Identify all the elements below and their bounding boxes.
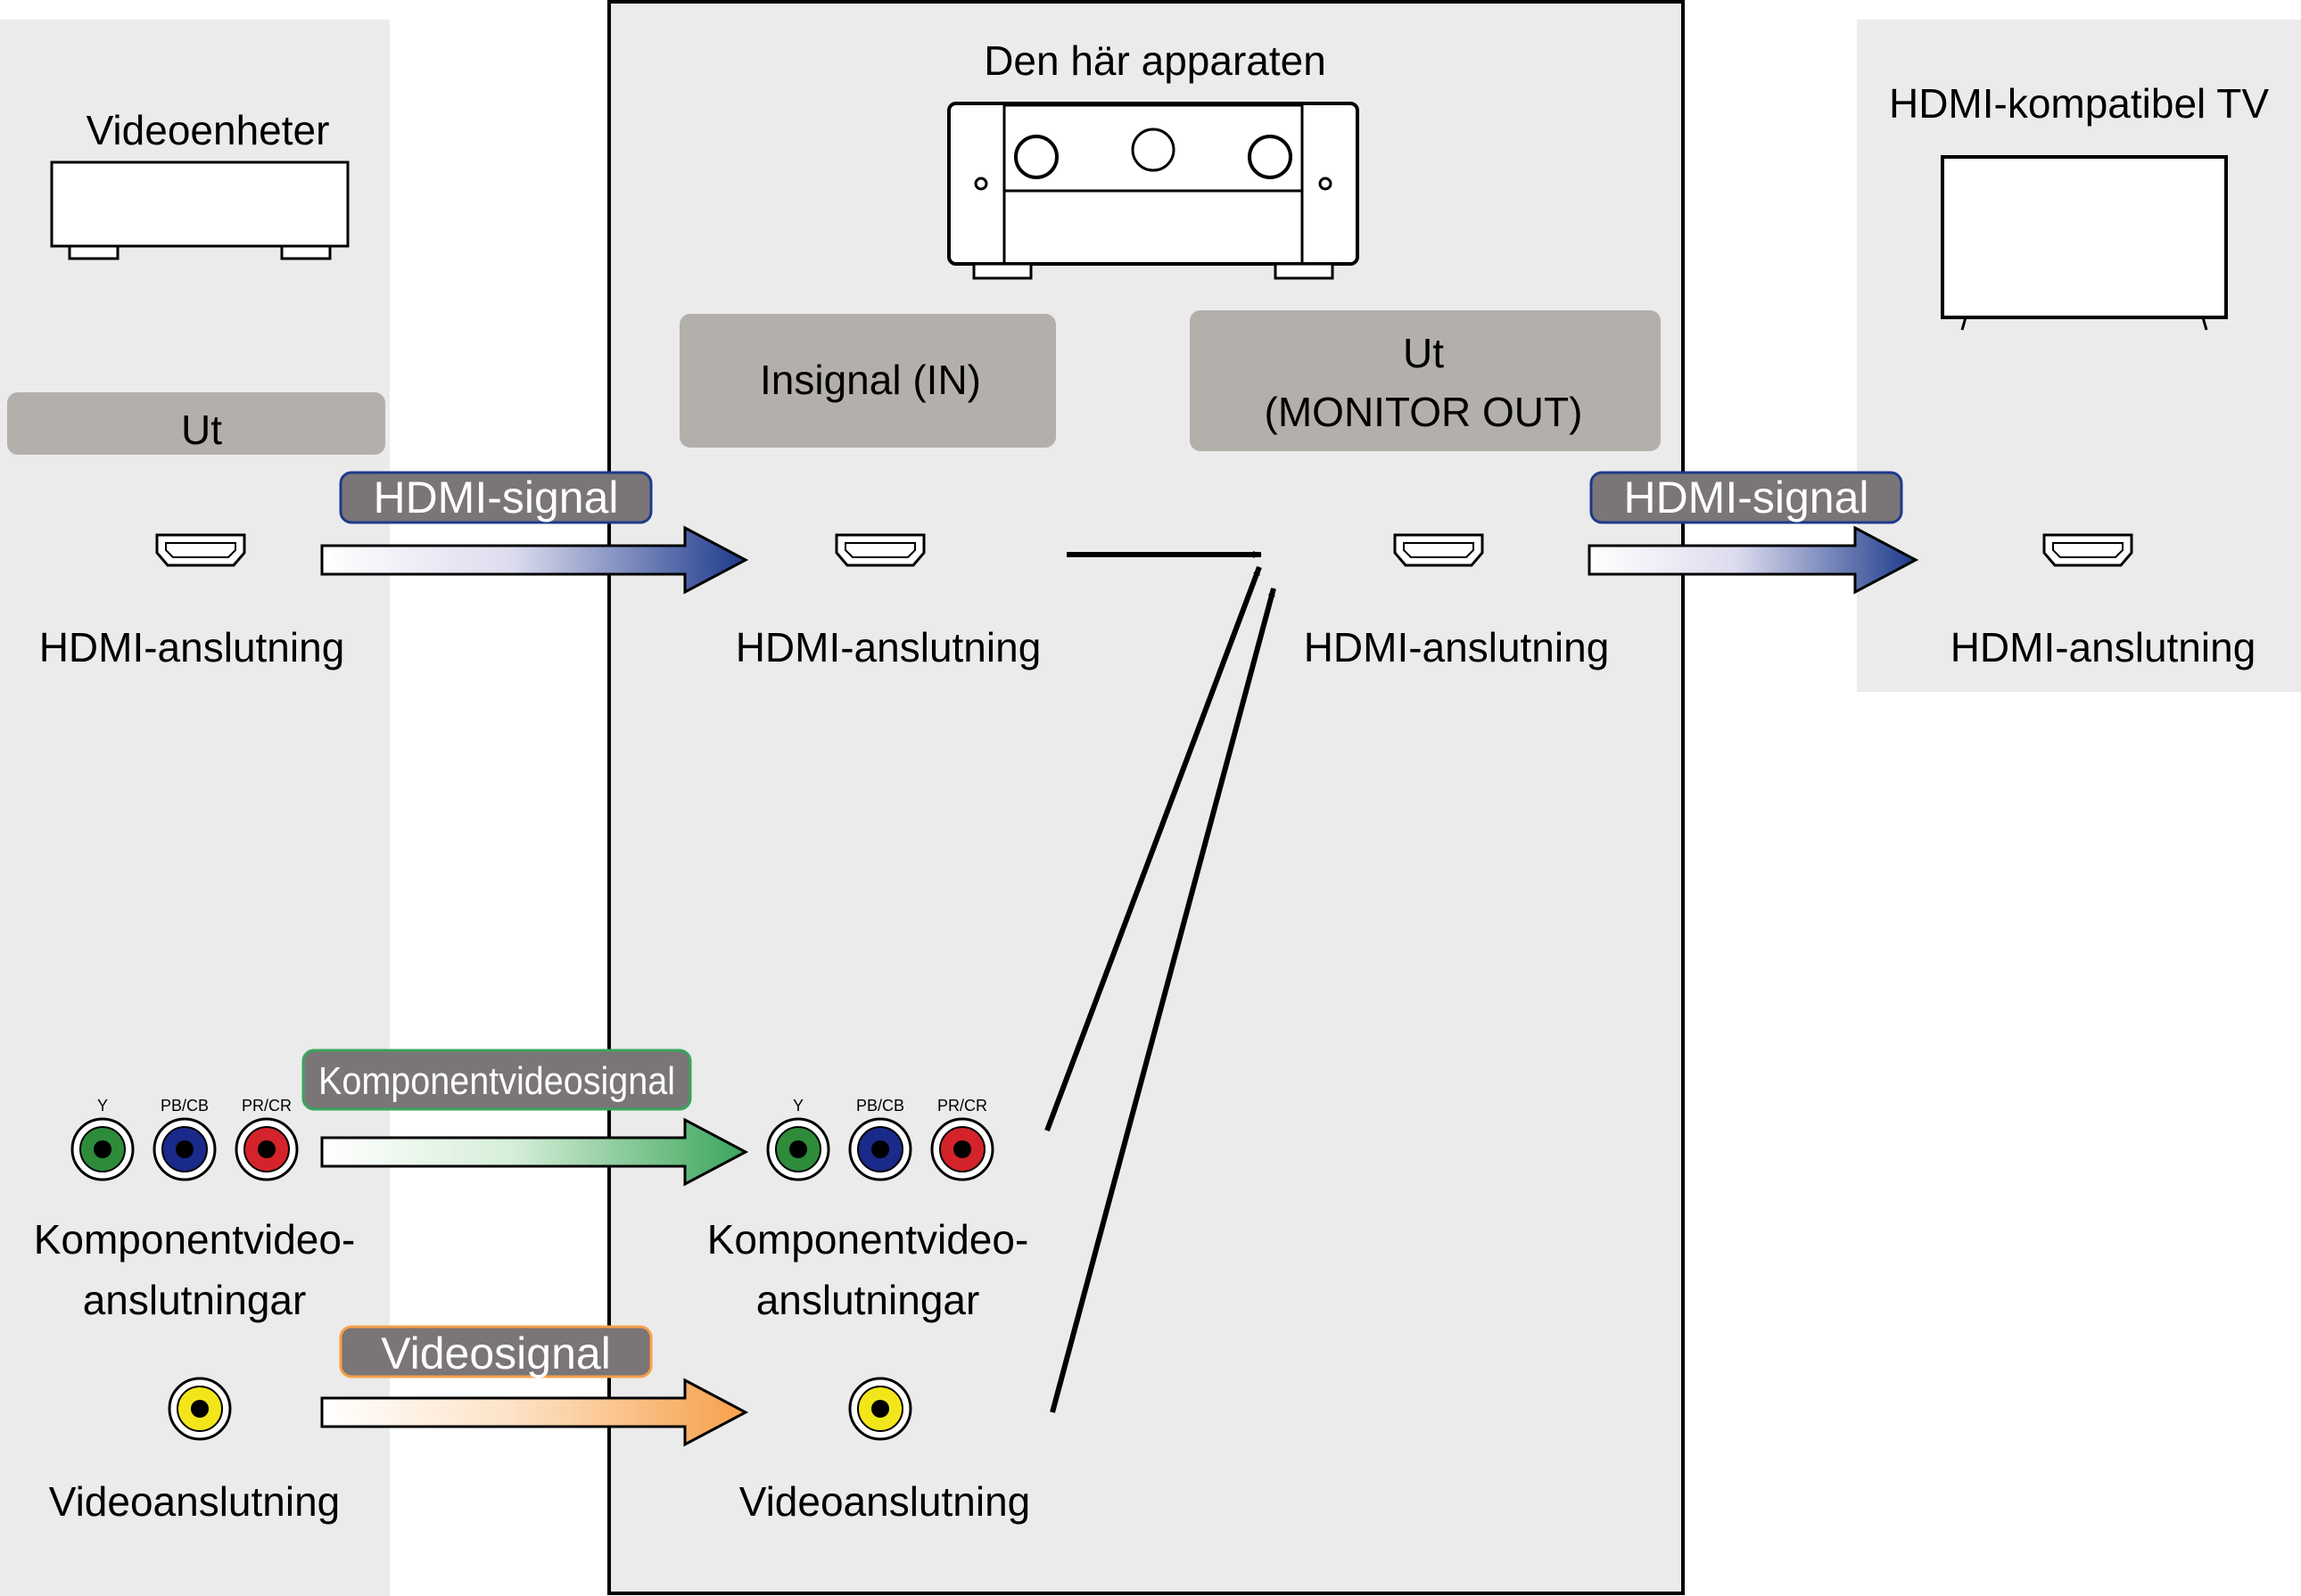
receiver-video-connector-label: Videoanslutning (739, 1478, 1031, 1525)
source-output-label: Ut (181, 407, 222, 453)
hdmi-in-signal-arrow (320, 525, 749, 595)
source-composite-jack-icon (168, 1377, 232, 1441)
receiver-hdmi-in-connector-label: HDMI-anslutning (736, 624, 1042, 670)
composite-signal-arrow (320, 1378, 749, 1447)
source-component-pb-jack-icon (153, 1117, 217, 1181)
source-component-y-jack-icon (70, 1117, 135, 1181)
receiver-hdmi-out-connector-icon (1393, 533, 1484, 567)
hdmi-out-signal-arrow (1588, 525, 1919, 595)
source-jack-label-pb: PB/CB (161, 1097, 209, 1115)
receiver-output-label-line1: Ut (1403, 330, 1444, 376)
source-hdmi-connector-icon (155, 533, 246, 567)
receiver-input-label-box (680, 314, 1056, 448)
source-panel-title: Videoenheter (87, 107, 330, 153)
source-component-connector-label-line2: anslutningar (83, 1277, 307, 1323)
receiver-panel-title: Den här apparaten (984, 37, 1326, 84)
video-device-icon (50, 160, 350, 260)
internal-composite-route-arrow (1050, 588, 1276, 1413)
receiver-panel (607, 0, 1685, 1595)
component-signal-arrow (320, 1117, 749, 1187)
tv-hdmi-connector-label: HDMI-anslutning (1950, 624, 2256, 670)
receiver-hdmi-in-connector-icon (835, 533, 926, 567)
composite-signal-badge (339, 1325, 653, 1378)
receiver-component-pr-jack-icon (930, 1117, 994, 1181)
receiver-jack-label-pr: PR/CR (937, 1097, 987, 1115)
source-hdmi-connector-label: HDMI-anslutning (39, 624, 345, 670)
tv-panel-title: HDMI-kompatibel TV (1889, 80, 2269, 127)
receiver-output-label-box (1190, 310, 1661, 451)
receiver-jack-label-y: Y (793, 1097, 804, 1115)
composite-signal-label: Videosignal (381, 1329, 611, 1378)
receiver-input-label: Insignal (IN) (760, 357, 981, 403)
source-component-connector-label-line1: Komponentvideo- (34, 1216, 356, 1263)
source-jack-label-y: Y (97, 1097, 108, 1115)
receiver-component-y-jack-icon (766, 1117, 830, 1181)
source-video-connector-label: Videoanslutning (49, 1478, 341, 1525)
source-component-pr-jack-icon (235, 1117, 299, 1181)
receiver-icon (947, 102, 1359, 280)
hdmi-out-signal-label: HDMI-signal (1623, 473, 1868, 522)
source-output-label-box (7, 392, 385, 455)
receiver-output-label-line2: (MONITOR OUT) (1265, 389, 1583, 435)
tv-hdmi-connector-icon (2042, 533, 2133, 567)
internal-component-route-arrow (1044, 565, 1262, 1132)
hdmi-in-signal-badge (339, 471, 653, 524)
source-jack-label-pr: PR/CR (242, 1097, 292, 1115)
tv-icon (1941, 155, 2228, 331)
receiver-component-connector-label-line1: Komponentvideo- (707, 1216, 1029, 1263)
receiver-hdmi-out-connector-label: HDMI-anslutning (1304, 624, 1610, 670)
receiver-composite-jack-icon (848, 1377, 912, 1441)
receiver-component-pb-jack-icon (848, 1117, 912, 1181)
receiver-component-connector-label-line2: anslutningar (756, 1277, 980, 1323)
source-panel (0, 20, 390, 1596)
component-signal-badge (301, 1049, 692, 1111)
hdmi-out-signal-badge (1589, 471, 1903, 524)
tv-panel (1857, 20, 2301, 692)
component-signal-label: Komponentvideosignal (318, 1059, 675, 1103)
hdmi-in-signal-label: HDMI-signal (373, 473, 618, 522)
receiver-jack-label-pb: PB/CB (856, 1097, 904, 1115)
